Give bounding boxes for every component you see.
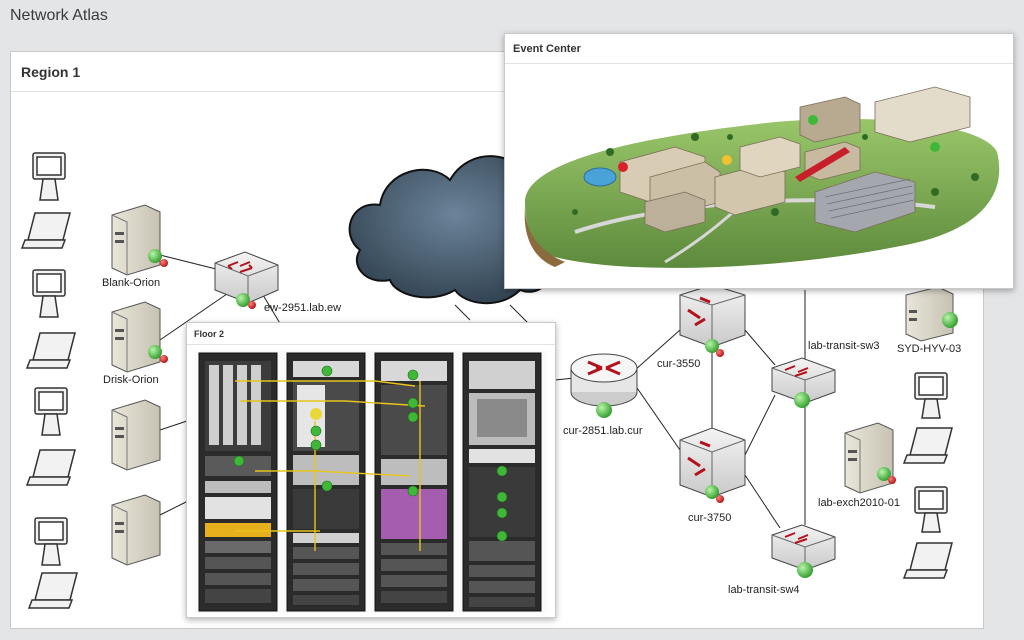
rack-4 [462,352,542,612]
server-drisk-orion-icon[interactable] [111,301,161,373]
node-label-blank-orion[interactable]: Blank-Orion [102,277,161,289]
node-label-cur-2851[interactable]: cur-2851.lab.cur [563,425,643,437]
monitor-icon [34,517,68,566]
monitor-icon [32,269,66,318]
monitor-icon [34,387,68,436]
monitor-icon [914,486,948,533]
server-3-icon[interactable] [111,399,161,471]
node-label-drisk-orion[interactable]: Drisk-Orion [103,374,159,386]
switch-cur-3550-icon[interactable] [679,284,746,348]
node-label-lab-exch2010-01[interactable]: lab-exch2010-01 [818,497,900,509]
laptop-icon [20,212,71,249]
laptop-icon [25,449,76,486]
campus-map-image[interactable] [515,82,1007,282]
laptop-icon [27,572,78,609]
laptop-icon [902,427,953,464]
status-dots [148,249,958,578]
switch-lab-transit-sw3-icon[interactable] [771,357,836,404]
floor-2-panel: Floor 2 [186,322,556,618]
monitor-icon [32,152,66,201]
node-label-ew-2951[interactable]: ew-2951.lab.ew [264,302,342,314]
router-ew-2951-icon[interactable] [214,251,279,304]
connection-lines [159,254,806,529]
monitor-icon [914,372,948,419]
workstation-icons-right [902,372,953,579]
node-label-cur-3750[interactable]: cur-3750 [688,512,732,524]
router-cur-2851-icon[interactable] [570,353,638,407]
node-label-cur-3550[interactable]: cur-3550 [657,358,701,370]
server-4-icon[interactable] [111,494,161,566]
rack-3 [374,352,454,612]
switch-lab-transit-sw4-icon[interactable] [771,524,836,571]
event-center-panel: Event Center [504,33,1014,289]
floor-2-title: Floor 2 [187,323,555,345]
rack-1 [198,352,278,612]
workstation-icons [20,152,78,609]
server-lab-exch2010-icon[interactable] [844,422,894,494]
server-blank-orion-icon[interactable] [111,204,161,276]
laptop-icon [25,332,76,369]
node-label-lab-transit-sw3[interactable]: lab-transit-sw3 [808,340,880,352]
node-label-syd-hyv-03[interactable]: SYD-HYV-03 [897,343,962,355]
region-panel-title: Region 1 [11,52,983,92]
switch-cur-3750-icon[interactable] [679,427,746,498]
laptop-icon [902,542,953,579]
node-label-lab-transit-sw4[interactable]: lab-transit-sw4 [728,584,800,596]
app-title: Network Atlas [10,7,108,24]
event-center-title: Event Center [505,34,1013,64]
rack-diagram-image[interactable] [195,351,547,613]
